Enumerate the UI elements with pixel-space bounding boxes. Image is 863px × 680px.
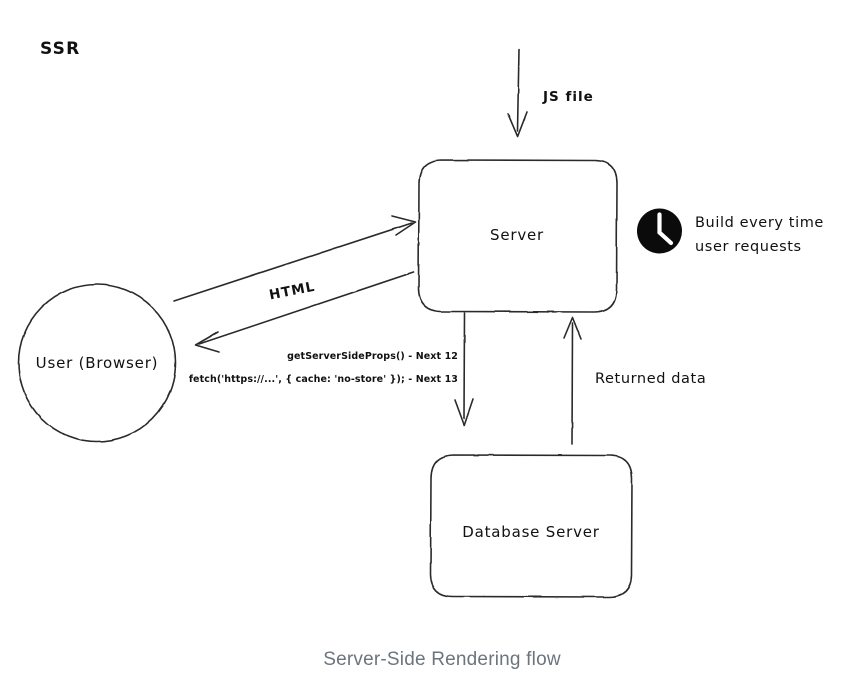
clock-note-line1: Build every time <box>695 215 824 231</box>
page-title: SSR <box>40 39 80 59</box>
code-note-line2: fetch('https://...', { cache: 'no-store'… <box>189 374 458 385</box>
node-label-user: User (Browser) <box>36 354 159 372</box>
node-label-database: Database Server <box>462 523 600 541</box>
edge-js-file <box>507 49 528 138</box>
diagram-caption: Server-Side Rendering flow <box>323 649 561 670</box>
node-server[interactable]: Server <box>417 159 618 313</box>
edge-label-returned-data: Returned data <box>595 371 706 387</box>
clock-icon <box>637 208 682 254</box>
edge-label-js-file: JS file <box>542 89 594 105</box>
node-database[interactable]: Database Server <box>429 454 633 598</box>
edge-html <box>194 271 415 353</box>
clock-note-line2: user requests <box>695 239 802 255</box>
node-label-server: Server <box>490 226 544 244</box>
edge-label-html: HTML <box>268 279 317 304</box>
clock-note: Build every time user requests <box>637 208 824 255</box>
node-user[interactable]: User (Browser) <box>17 283 177 443</box>
code-note-line1: getServerSideProps() - Next 12 <box>287 351 458 362</box>
edge-returned-data <box>563 316 582 445</box>
edge-request <box>173 215 417 302</box>
edge-query <box>454 312 474 426</box>
